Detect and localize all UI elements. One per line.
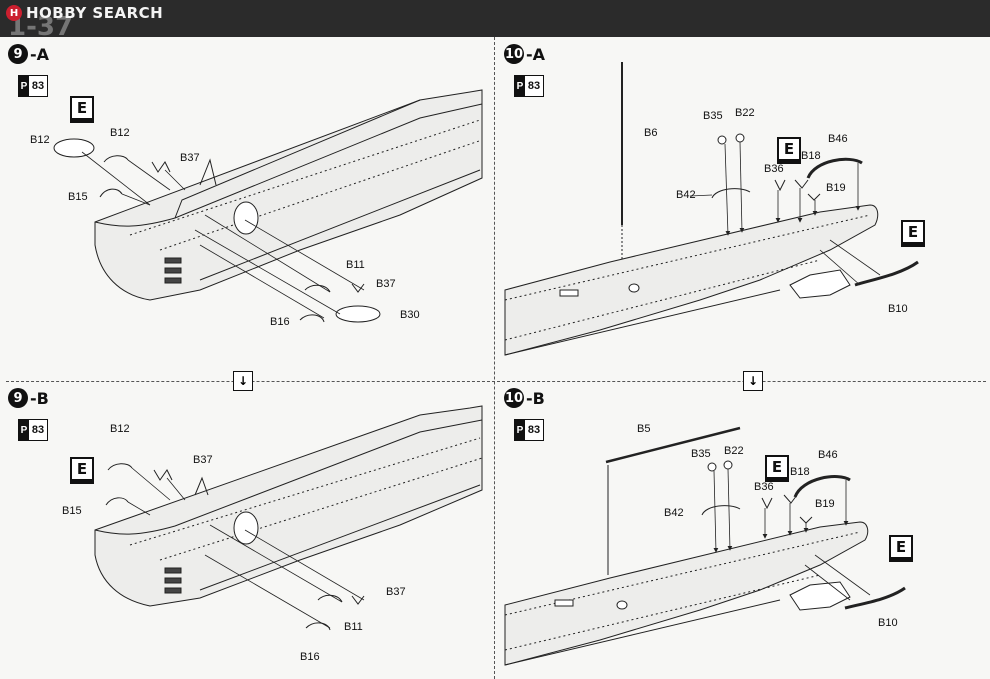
hull-9a	[94, 89, 483, 301]
part-label-b46: B46	[818, 449, 838, 461]
part-label-b36: B36	[764, 163, 784, 175]
next-step-arrow-icon-9: ↓	[233, 371, 253, 391]
step-10a-header: 10 -A	[504, 44, 545, 64]
parts-10b	[605, 426, 906, 610]
step-9b-suffix: -B	[30, 388, 49, 408]
part-label-b12: B12	[110, 423, 130, 435]
sprue-e-marker-10b-upper: E	[765, 455, 789, 482]
parts-10a	[621, 62, 919, 287]
part-label-b37-bottom: B37	[386, 586, 406, 598]
watermark-logo: H HOBBY SEARCH	[6, 4, 163, 22]
part-label-b10: B10	[888, 303, 908, 315]
logo-mark-icon: H	[6, 5, 22, 21]
step-9a-header: 9 -A	[8, 44, 49, 64]
part-label-b12-left: B12	[30, 134, 50, 146]
logo-text: HOBBY SEARCH	[26, 4, 164, 22]
panel-divider-horizontal	[6, 381, 986, 382]
step-10a-number: 10	[504, 44, 524, 64]
part-label-b19: B19	[815, 498, 835, 510]
step-10b-header: 10 -B	[504, 388, 545, 408]
part-label-b16: B16	[270, 316, 290, 328]
part-label-b35: B35	[703, 110, 723, 122]
step-9a-number: 9	[8, 44, 28, 64]
hull-9b	[94, 405, 483, 607]
page-ref-marker-9b: P 83	[18, 419, 48, 441]
part-label-b15: B15	[62, 505, 82, 517]
step-10a-suffix: -A	[526, 44, 546, 64]
part-label-b5: B5	[637, 423, 651, 435]
part-label-b46: B46	[828, 133, 848, 145]
leader-lines-10a	[689, 141, 881, 286]
part-label-b19: B19	[826, 182, 846, 194]
sprue-e-marker-10b-lower: E	[889, 535, 913, 562]
parts-9a	[53, 138, 381, 323]
leader-lines-9b	[127, 467, 365, 629]
page-ref-marker-9a: P 83	[18, 75, 48, 97]
next-step-arrow-icon-10: ↓	[743, 371, 763, 391]
part-label-b12-top: B12	[110, 127, 130, 139]
step-10b-number: 10	[504, 388, 524, 408]
step-9a-suffix: -A	[30, 44, 50, 64]
part-label-b18: B18	[801, 150, 821, 162]
leader-lines-10b	[713, 468, 871, 601]
sprue-e-marker-9b: E	[70, 457, 94, 484]
part-label-b37-bottom: B37	[376, 278, 396, 290]
page-ref-marker-10a: P 83	[514, 75, 544, 97]
sprue-e-marker-10a-lower: E	[901, 220, 925, 247]
hull-10b	[504, 521, 869, 666]
part-label-b22: B22	[735, 107, 755, 119]
part-label-b6: B6	[644, 127, 658, 139]
part-label-b15: B15	[68, 191, 88, 203]
part-label-b10: B10	[878, 617, 898, 629]
part-label-b30: B30	[400, 309, 420, 321]
sprue-e-marker-10a-upper: E	[777, 137, 801, 164]
step-10b-suffix: -B	[526, 388, 545, 408]
leader-lines-9a	[81, 151, 365, 319]
panel-divider-vertical	[494, 37, 495, 679]
part-label-b11: B11	[346, 259, 365, 271]
part-label-b37-top: B37	[193, 454, 213, 466]
hull-10a	[504, 204, 879, 356]
part-label-b35: B35	[691, 448, 711, 460]
step-9b-header: 9 -B	[8, 388, 49, 408]
part-label-b16: B16	[300, 651, 320, 663]
part-label-b42: B42	[676, 189, 696, 201]
page-ref-marker-10b: P 83	[514, 419, 544, 441]
part-label-b18: B18	[790, 466, 810, 478]
part-label-b42: B42	[664, 507, 684, 519]
part-label-b36: B36	[754, 481, 774, 493]
header-bar: 1-37 H HOBBY SEARCH	[0, 0, 990, 42]
part-label-b37-top: B37	[180, 152, 200, 164]
step-9b-number: 9	[8, 388, 28, 408]
sprue-e-marker-9a: E	[70, 96, 94, 123]
part-label-b11: B11	[344, 621, 363, 633]
part-label-b22: B22	[724, 445, 744, 457]
